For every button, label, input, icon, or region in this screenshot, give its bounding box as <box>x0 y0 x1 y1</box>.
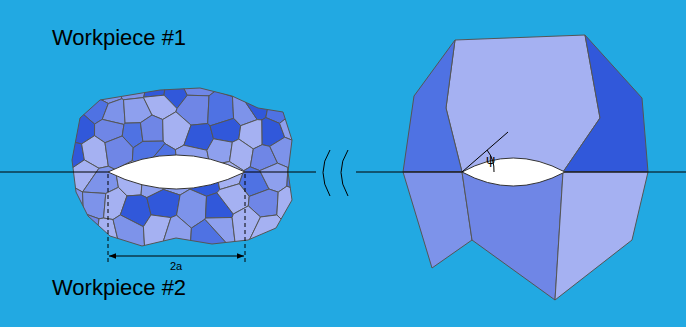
grain <box>244 215 290 252</box>
grain <box>241 80 258 94</box>
grain <box>60 80 97 95</box>
grain <box>270 137 300 167</box>
grain <box>251 80 285 101</box>
grain <box>240 91 269 120</box>
grain <box>140 115 163 141</box>
workpiece-label: Workpiece #2 <box>52 276 186 300</box>
grain <box>277 186 300 221</box>
angle-label: ψ <box>486 153 495 167</box>
void <box>108 155 245 189</box>
coarse-grains <box>403 35 648 300</box>
grain <box>113 215 145 252</box>
grain <box>60 84 89 117</box>
fine-grains <box>60 80 300 252</box>
dimension-label: 2a <box>170 260 182 272</box>
grain <box>147 189 180 217</box>
grain <box>144 80 166 97</box>
grain <box>60 213 99 252</box>
grain-cluster-outline <box>72 88 292 246</box>
break-symbol <box>323 150 348 196</box>
void <box>462 158 565 186</box>
grain <box>160 215 192 252</box>
grain <box>283 213 300 252</box>
grain <box>60 180 83 232</box>
angle-mark <box>462 132 508 172</box>
dimension <box>108 174 245 262</box>
grain <box>205 217 236 252</box>
grain <box>285 80 300 108</box>
grain <box>83 192 106 219</box>
workpiece-label: Workpiece #1 <box>52 26 186 50</box>
grain <box>266 91 300 123</box>
